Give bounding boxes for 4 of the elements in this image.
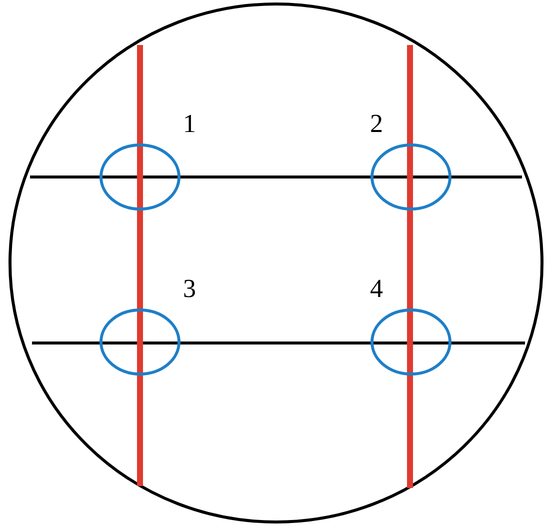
callout-number: 2 (370, 110, 383, 138)
callout-number: 3 (183, 275, 196, 303)
callout-number: 1 (183, 110, 196, 138)
callout-number: 4 (370, 275, 383, 303)
